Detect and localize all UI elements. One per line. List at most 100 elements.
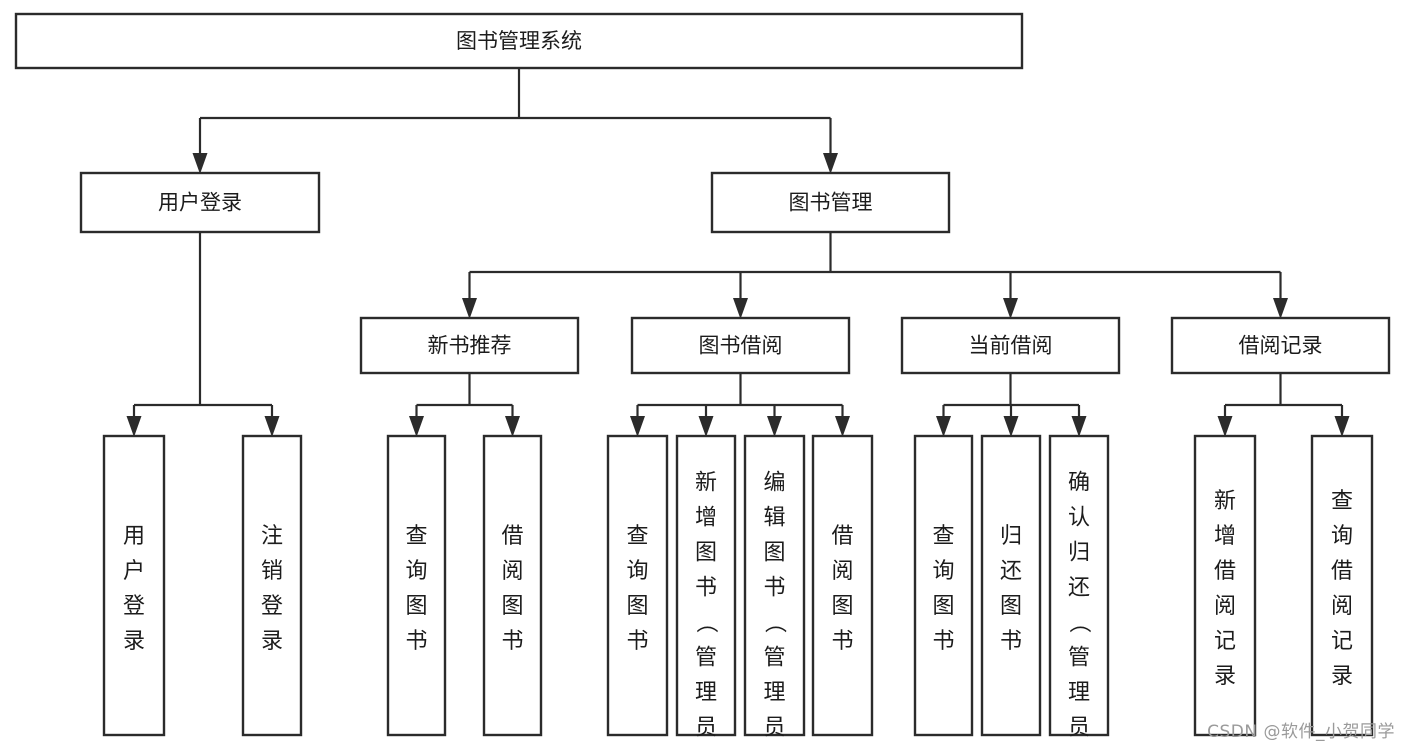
- node-label-char: 编: [763, 470, 785, 495]
- node-layer: 图书管理系统用户登录图书管理新书推荐图书借阅当前借阅借阅记录用户登录注销登录查询…: [14, 12, 1391, 747]
- node-label-char: 书: [831, 629, 853, 654]
- arrow-head-icon: [936, 416, 951, 437]
- node-current-borrow[interactable]: 当前借阅: [900, 316, 1121, 375]
- node-label-char: 还: [1000, 559, 1022, 584]
- node-box: [675, 434, 737, 737]
- node-box: [1193, 434, 1257, 737]
- node-box: [1170, 316, 1391, 375]
- node-label: 图书管理: [789, 191, 873, 215]
- node-label: 新书推荐: [428, 334, 512, 358]
- node-label-char: 借: [1331, 559, 1353, 584]
- node-label-char: 阅: [831, 559, 853, 584]
- node-label-char: 理: [695, 680, 717, 705]
- node-label-char: 员: [1068, 715, 1090, 740]
- arrow-head-icon: [1217, 416, 1233, 437]
- node-label-char: 询: [1331, 524, 1353, 549]
- node-label-char: 书: [763, 575, 785, 600]
- node-label-char: 图: [405, 594, 427, 619]
- node-box: [102, 434, 166, 737]
- node-label-char: 记: [1214, 629, 1236, 654]
- node-box: [241, 434, 303, 737]
- node-label-char: 图: [1000, 594, 1022, 619]
- node-label-char: 录: [123, 629, 145, 654]
- arrow-head-icon: [698, 416, 714, 437]
- arrow-head-icon: [409, 416, 424, 437]
- node-label-char: 书: [932, 629, 954, 654]
- node-box: [482, 434, 543, 737]
- arrow-head-icon: [264, 416, 280, 437]
- node-label-char: 录: [1331, 664, 1353, 689]
- arrow-head-icon: [1003, 298, 1018, 319]
- arrow-head-icon: [462, 298, 477, 319]
- node-label-char: 询: [626, 559, 648, 584]
- node-label-char: 户: [123, 559, 145, 584]
- node-label-char: 管: [763, 645, 785, 670]
- node-label-char: 新: [695, 470, 717, 495]
- node-label-char: 增: [695, 505, 717, 530]
- node-label-char: 阅: [1331, 594, 1353, 619]
- node-label-char: 员: [695, 715, 717, 740]
- node-label-char: 记: [1331, 629, 1353, 654]
- node-label-char: 确: [1068, 470, 1090, 495]
- node-label-char: 新: [1214, 489, 1236, 514]
- arrow-head-icon: [126, 416, 142, 437]
- node-box: [913, 434, 974, 737]
- node-book-borrow[interactable]: 图书借阅: [630, 316, 851, 375]
- node-label-char: 询: [405, 559, 427, 584]
- node-new-book-rec[interactable]: 新书推荐: [359, 316, 580, 375]
- node-label-char: 登: [261, 594, 283, 619]
- node-label-char: 图: [695, 540, 717, 565]
- node-label-char: （: [1066, 611, 1091, 633]
- node-label-char: 图: [831, 594, 853, 619]
- node-label-char: 书: [501, 629, 523, 654]
- node-label-char: 阅: [501, 559, 523, 584]
- node-user-login[interactable]: 用户登录: [79, 171, 321, 234]
- node-label-char: 书: [1000, 629, 1022, 654]
- node-label-char: 用: [123, 524, 145, 549]
- node-root[interactable]: 图书管理系统: [14, 12, 1024, 70]
- node-label-char: 阅: [1214, 594, 1236, 619]
- arrow-head-icon: [823, 153, 838, 174]
- node-label-char: 图: [501, 594, 523, 619]
- node-box: [1310, 434, 1374, 737]
- node-label-char: 理: [763, 680, 785, 705]
- node-label-char: 图: [763, 540, 785, 565]
- node-box: [900, 316, 1121, 375]
- arrow-head-icon: [835, 416, 850, 437]
- node-label-char: 借: [1214, 559, 1236, 584]
- node-borrow-record[interactable]: 借阅记录: [1170, 316, 1391, 375]
- arrow-head-icon: [192, 153, 208, 174]
- node-box: [386, 434, 447, 737]
- node-leaf-user-login[interactable]: 用户登录: [102, 434, 166, 737]
- arrow-head-icon: [1273, 298, 1288, 319]
- node-box: [811, 434, 874, 737]
- node-label-char: 书: [626, 629, 648, 654]
- node-label-char: 查: [932, 524, 954, 549]
- node-label-char: 录: [1214, 664, 1236, 689]
- node-label-char: 查: [626, 524, 648, 549]
- node-box: [630, 316, 851, 375]
- node-label-char: 登: [123, 594, 145, 619]
- node-label-char: 辑: [763, 505, 785, 530]
- node-label-char: 员: [763, 715, 785, 740]
- node-box: [606, 434, 669, 737]
- node-book-manage[interactable]: 图书管理: [710, 171, 951, 234]
- node-label: 借阅记录: [1239, 334, 1323, 358]
- arrow-head-icon: [733, 298, 748, 319]
- node-box: [359, 316, 580, 375]
- node-box: [14, 12, 1024, 70]
